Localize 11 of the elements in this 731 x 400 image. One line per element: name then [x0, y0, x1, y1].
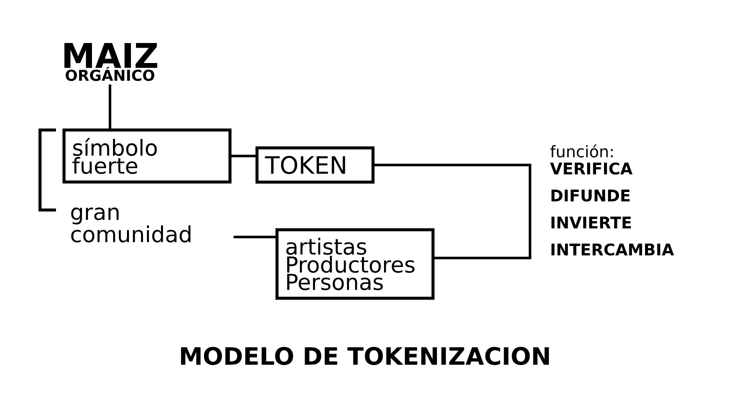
title-text: MAIZ ORGÁNICO: [64, 43, 158, 81]
connector-line: [232, 154, 256, 158]
connector-line: [108, 84, 112, 129]
connector-line: [374, 164, 532, 260]
connector-line: [234, 236, 276, 238]
process-box: TOKEN: [256, 146, 374, 184]
function-list: función: VERIFICA DIFUNDE INVIERTE INTERCAMBIA: [550, 144, 674, 256]
caption-text: MODELO DE TOKENIZACION: [181, 346, 549, 366]
process-box: símbolo fuerte: [62, 128, 232, 184]
process-box: artistas Productores Personas: [276, 228, 434, 300]
label-text: gran comunidad: [71, 208, 190, 242]
